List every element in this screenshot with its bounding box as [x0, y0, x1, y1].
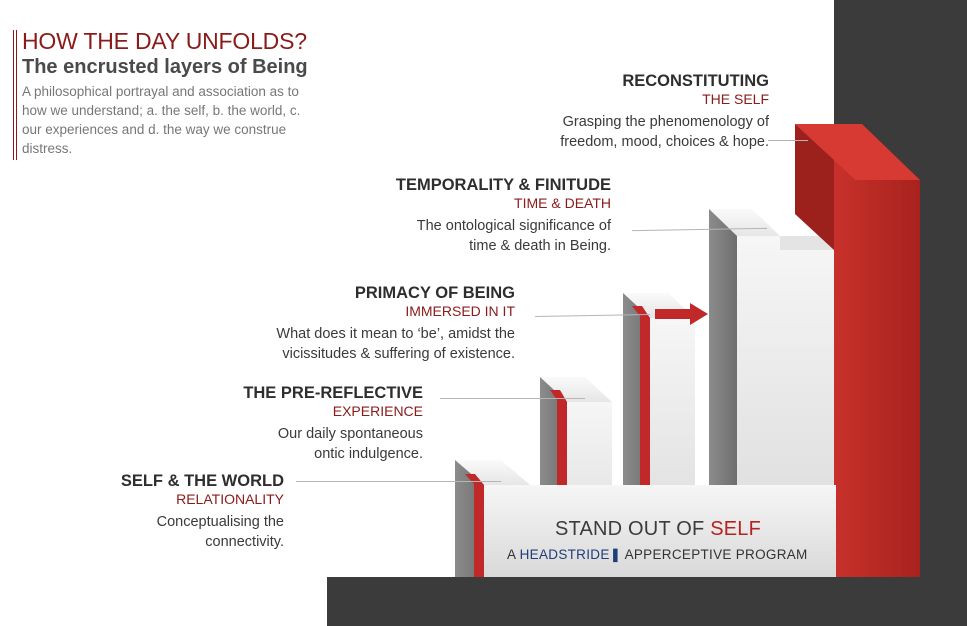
- step-description: Grasping the phenomenology of freedom, m…: [560, 114, 769, 150]
- header-rule-left: [13, 30, 14, 160]
- stair-base: [501, 485, 836, 577]
- step-label-temporality: TEMPORALITY & FINITUDE TIME & DEATH The …: [396, 175, 611, 256]
- step-subheading: IMMERSED IN IT: [405, 303, 515, 319]
- step-subheading: THE SELF: [702, 91, 769, 107]
- headstride-logo-icon: ❚: [609, 547, 622, 562]
- brand-program-line: A HEADSTRIDE❚ APPERCEPTIVE PROGRAM: [507, 547, 808, 562]
- leader-line-self-world: [296, 481, 501, 482]
- step-heading: THE PRE-REFLECTIVE: [243, 384, 423, 402]
- step-label-pre-reflective: THE PRE-REFLECTIVE EXPERIENCE Our daily …: [243, 383, 423, 464]
- step-heading: PRIMACY OF BEING: [354, 284, 515, 302]
- step-heading: RECONSTITUTING: [622, 72, 769, 90]
- brand-tagline: STAND OUT OF SELF: [555, 518, 762, 540]
- step-description: The ontological significance of time & d…: [416, 218, 611, 254]
- stair-step-top-red: [795, 124, 920, 577]
- step-label-self-world: SELF & THE WORLD RELATIONALITY Conceptua…: [121, 471, 284, 552]
- step-description: What does it mean to ‘be’, amidst the vi…: [276, 326, 515, 362]
- header: HOW THE DAY UNFOLDS? The encrusted layer…: [22, 28, 362, 158]
- step-subheading: TIME & DEATH: [514, 195, 611, 211]
- step-heading: TEMPORALITY & FINITUDE: [395, 176, 611, 194]
- step-description: Conceptualising the connectivity.: [156, 514, 284, 550]
- step-subheading: EXPERIENCE: [332, 403, 423, 419]
- step-label-primacy: PRIMACY OF BEING IMMERSED IN IT What doe…: [276, 283, 515, 364]
- header-rule-right: [16, 30, 17, 160]
- header-description: A philosophical portrayal and associatio…: [22, 84, 301, 156]
- leader-line-reconstituting: [768, 140, 808, 141]
- step-heading: SELF & THE WORLD: [120, 472, 284, 490]
- step-description: Our daily spontaneous ontic indulgence.: [277, 426, 423, 462]
- page-subtitle: The encrusted layers of Being: [22, 56, 308, 78]
- dark-background-bottom: [327, 577, 967, 626]
- arrow-icon: [655, 303, 708, 325]
- step-label-reconstituting: RECONSTITUTING THE SELF Grasping the phe…: [560, 71, 769, 152]
- step-subheading: RELATIONALITY: [176, 491, 284, 507]
- page-title: HOW THE DAY UNFOLDS?: [22, 28, 307, 54]
- leader-line-pre-reflective: [440, 398, 585, 399]
- headstride-logo: HEADSTRIDE: [519, 547, 610, 562]
- red-stripe-1: [465, 474, 484, 577]
